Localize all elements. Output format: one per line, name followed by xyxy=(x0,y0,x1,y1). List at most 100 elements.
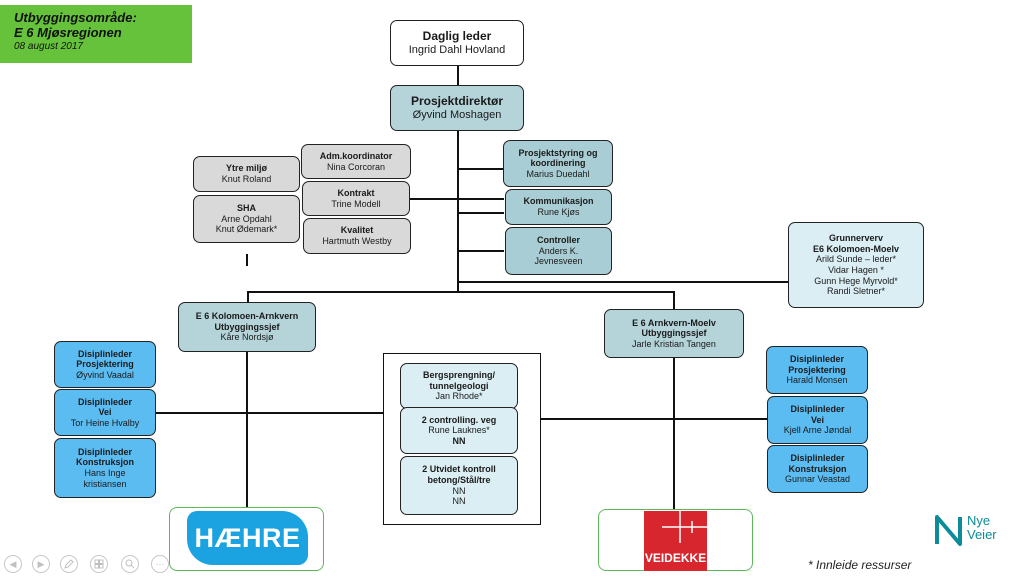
box-person: Rune Lauknes* xyxy=(428,425,490,436)
box-person: Gunnar Veastad xyxy=(784,474,851,485)
box-title: Utbyggingssjef xyxy=(214,321,280,332)
box-title: Prosjektstyring og xyxy=(518,147,598,158)
box-person: Randi Sletner* xyxy=(826,286,886,297)
box-person: Hans Inge xyxy=(84,468,126,478)
box-person: kristiansen xyxy=(83,478,127,489)
box-person: Rune Kjøs xyxy=(537,207,580,217)
next-slide-button[interactable]: ▶ xyxy=(32,555,50,573)
box-person: Marius Duedahl xyxy=(526,168,590,179)
box-title: koordinering xyxy=(530,158,586,169)
connector-line xyxy=(458,212,504,214)
box-person: Knut Roland xyxy=(221,174,272,184)
haehre-logo-text: HÆHRE xyxy=(194,522,301,553)
nye-veier-word-2: Veier xyxy=(967,527,997,542)
box-person: Trine Modell xyxy=(331,198,381,209)
box-person: NN xyxy=(452,485,466,496)
box-person: Øyvind Vaadal xyxy=(76,369,134,380)
box-prosjektstyring: Prosjektstyring og koordinering Marius D… xyxy=(503,140,613,187)
haehre-logo: HÆHRE xyxy=(187,511,308,565)
box-title: Kontrakt xyxy=(337,187,375,198)
box-arnkvern-moelv: E 6 Arnkvern-Moelv Utbyggingssjef Jarle … xyxy=(604,309,744,358)
box-title: Controller xyxy=(536,235,580,246)
veidekke-logo: VEIDEKKE xyxy=(644,511,707,571)
more-options-button[interactable]: ··· xyxy=(151,555,169,573)
box-person: Hartmuth Westby xyxy=(322,236,392,246)
box-title: Vei xyxy=(98,407,112,418)
box-person: Arne Opdahl xyxy=(221,213,272,224)
box-title: Utbyggingssjef xyxy=(641,328,707,339)
box-title: 2 controlling. veg xyxy=(421,414,497,425)
box-kolomoen-arnkvern: E 6 Kolomoen-Arnkvern Utbyggingssjef Kår… xyxy=(178,302,316,352)
box-title: SHA xyxy=(236,203,256,214)
box-title: Konstruksjon xyxy=(788,463,847,474)
footnote: * Innleide ressurser xyxy=(808,558,912,572)
box-title: Daglig leder xyxy=(422,29,492,44)
box-ytre-miljo: Ytre miljø Knut Roland xyxy=(193,156,300,192)
box-person: Ingrid Dahl Hovland xyxy=(408,43,506,56)
box-title: E 6 Arnkvern-Moelv xyxy=(632,317,716,328)
box-right-vei: Disiplinleder Vei Kjell Arne Jøndal xyxy=(767,396,868,444)
connector-line xyxy=(155,412,383,414)
box-person: Jan Rhode* xyxy=(435,391,483,402)
box-person: NN xyxy=(452,496,466,507)
see-all-slides-button[interactable] xyxy=(90,555,108,573)
box-person: Tor Heine Hvalby xyxy=(70,417,140,428)
box-right-prosjektering: Disiplinleder Prosjektering Harald Monse… xyxy=(766,346,868,394)
box-sha: SHA Arne Opdahl Knut Ødemark* xyxy=(193,195,300,243)
box-title: Disiplinleder xyxy=(790,404,845,415)
previous-slide-button[interactable]: ◀ xyxy=(4,555,22,573)
connector-line xyxy=(247,291,249,303)
box-left-prosjektering: Disiplinleder Prosjektering Øyvind Vaada… xyxy=(54,341,156,388)
magnifier-icon xyxy=(125,559,135,569)
box-person: Knut Ødemark* xyxy=(215,224,278,235)
box-person: Jevnesveen xyxy=(534,256,583,267)
box-controlling-veg: 2 controlling. veg Rune Lauknes* NN xyxy=(400,407,518,454)
zoom-button[interactable] xyxy=(121,555,139,573)
connector-line xyxy=(247,291,675,293)
box-title: E6 Kolomoen-Moelv xyxy=(812,243,899,254)
box-title: Bergsprengning/ xyxy=(422,370,495,381)
pen-tool-button[interactable] xyxy=(60,555,78,573)
box-title: Disiplinleder xyxy=(77,396,132,407)
box-title: Disiplinleder xyxy=(77,446,132,457)
box-title: Prosjektdirektør xyxy=(410,94,504,109)
box-kvalitet: Kvalitet Hartmuth Westby xyxy=(303,218,411,254)
box-title: Adm.koordinator xyxy=(319,150,393,161)
box-title: Prosjektering xyxy=(788,364,846,375)
box-title: E 6 Kolomoen-Arnkvern xyxy=(195,311,299,322)
connector-line xyxy=(246,352,248,508)
connector-line xyxy=(673,358,675,510)
connector-line xyxy=(458,250,504,252)
box-title: Ytre miljø xyxy=(225,163,267,174)
box-person: Gunn Hege Myrvold* xyxy=(814,275,898,286)
box-person: NN xyxy=(452,435,466,446)
pen-icon xyxy=(64,559,74,569)
box-title: 2 Utvidet kontroll xyxy=(422,464,496,475)
nye-veier-n-icon xyxy=(935,515,962,546)
box-utvidet-kontroll: 2 Utvidet kontroll betong/Stål/tre NN NN xyxy=(400,456,518,515)
nye-veier-text: Nye Veier xyxy=(967,514,997,542)
title-date: 08 august 2017 xyxy=(14,41,83,52)
box-person: Harald Monsen xyxy=(786,375,848,386)
title-line-1: Utbyggingsområde: xyxy=(14,10,137,25)
box-left-vei: Disiplinleder Vei Tor Heine Hvalby xyxy=(54,389,156,436)
box-adm-koordinator: Adm.koordinator Nina Corcoran xyxy=(301,144,411,179)
box-person: Nina Corcoran xyxy=(326,161,386,172)
nye-veier-word-1: Nye xyxy=(967,513,991,528)
connector-line xyxy=(246,254,248,266)
title-line-2: E 6 Mjøsregionen xyxy=(14,25,122,40)
box-title: Kommunikasjon xyxy=(523,196,594,207)
box-title: Konstruksjon xyxy=(75,457,134,468)
veidekke-logo-text: VEIDEKKE xyxy=(644,551,707,565)
connector-line xyxy=(457,65,459,85)
box-person: Kåre Nordsjø xyxy=(220,332,274,343)
box-person: Vidar Hagen * xyxy=(828,265,884,275)
box-daglig-leder: Daglig leder Ingrid Dahl Hovland xyxy=(390,20,524,66)
box-kommunikasjon: Kommunikasjon Rune Kjøs xyxy=(505,189,612,225)
connector-line xyxy=(458,168,504,170)
connector-line xyxy=(673,291,675,309)
nye-veier-logo: Nye Veier xyxy=(934,512,1014,548)
box-title: Grunnerverv xyxy=(828,233,884,244)
box-title: Disiplinleder xyxy=(789,354,844,365)
box-title: betong/Stål/tre xyxy=(427,474,491,485)
